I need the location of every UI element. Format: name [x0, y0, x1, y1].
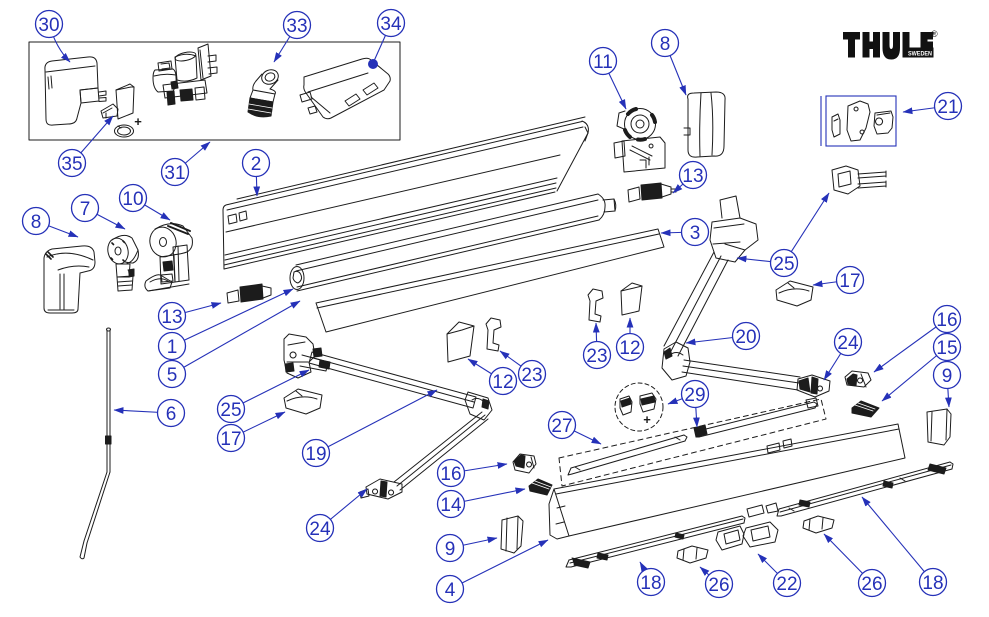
svg-text:31: 31: [164, 163, 185, 184]
svg-text:9: 9: [942, 366, 953, 387]
svg-text:22: 22: [776, 574, 797, 595]
svg-text:24: 24: [309, 519, 331, 540]
svg-text:2: 2: [251, 154, 262, 175]
svg-text:SWEDEN: SWEDEN: [908, 51, 932, 58]
svg-text:19: 19: [305, 444, 326, 465]
svg-text:5: 5: [167, 365, 178, 386]
svg-text:34: 34: [380, 14, 402, 35]
svg-text:16: 16: [936, 310, 957, 331]
svg-text:25: 25: [220, 400, 241, 421]
svg-text:26: 26: [861, 574, 882, 595]
svg-text:18: 18: [640, 573, 661, 594]
svg-text:17: 17: [839, 271, 860, 292]
svg-text:12: 12: [492, 372, 513, 393]
svg-text:15: 15: [936, 338, 957, 359]
svg-text:26: 26: [708, 575, 729, 596]
svg-text:9: 9: [445, 539, 456, 560]
svg-text:®: ®: [931, 29, 938, 39]
svg-text:24: 24: [837, 333, 859, 354]
svg-text:13: 13: [161, 307, 182, 328]
svg-text:21: 21: [937, 97, 958, 118]
svg-text:17: 17: [220, 429, 241, 450]
svg-text:18: 18: [922, 573, 943, 594]
svg-text:11: 11: [593, 52, 613, 73]
svg-text:25: 25: [773, 254, 794, 275]
svg-text:8: 8: [31, 212, 42, 233]
svg-text:16: 16: [440, 464, 461, 485]
svg-text:4: 4: [445, 580, 456, 601]
svg-text:20: 20: [735, 327, 756, 348]
svg-text:30: 30: [38, 15, 59, 36]
svg-text:10: 10: [122, 189, 143, 210]
svg-text:3: 3: [690, 223, 701, 244]
svg-text:8: 8: [660, 34, 671, 55]
svg-text:23: 23: [586, 346, 607, 367]
svg-text:14: 14: [440, 495, 462, 516]
svg-text:6: 6: [166, 404, 177, 425]
svg-text:13: 13: [682, 166, 703, 187]
svg-text:7: 7: [80, 199, 91, 220]
svg-text:+: +: [643, 412, 651, 427]
svg-text:12: 12: [619, 338, 640, 359]
svg-text:23: 23: [521, 365, 542, 386]
svg-text:1: 1: [167, 337, 178, 358]
svg-text:33: 33: [286, 16, 307, 37]
svg-text:35: 35: [61, 154, 82, 175]
svg-text:29: 29: [684, 385, 705, 406]
svg-text:+: +: [134, 114, 142, 129]
svg-text:27: 27: [551, 416, 572, 437]
